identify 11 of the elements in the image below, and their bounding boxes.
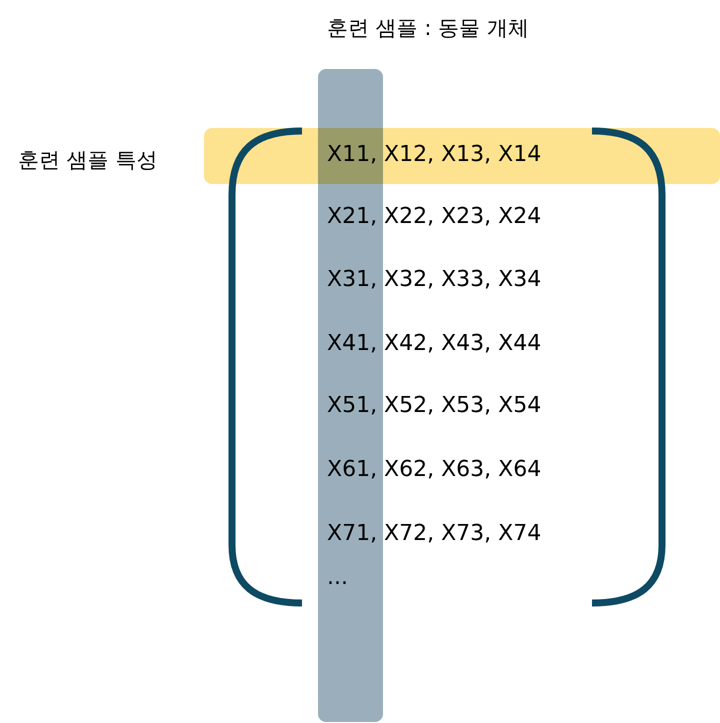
- matrix-row-text: X71, X72, X73, X74: [327, 521, 542, 546]
- matrix-row-text: X11, X12, X13, X14: [327, 142, 542, 167]
- matrix-row-text: X61, X62, X63, X64: [327, 457, 542, 482]
- row-axis-label: 훈련 샘플 특성: [18, 147, 158, 174]
- column-axis-label: 훈련 샘플 : 동물 개체: [327, 15, 529, 42]
- matrix-row-text: X51, X52, X53, X54: [327, 393, 542, 418]
- matrix-row-text: X31, X32, X33, X34: [327, 267, 542, 292]
- column-highlight-band: [318, 69, 383, 722]
- matrix-row-text: X21, X22, X23, X24: [327, 204, 542, 229]
- ellipsis-text: ...: [327, 565, 348, 590]
- matrix-row-text: X41, X42, X43, X44: [327, 331, 542, 356]
